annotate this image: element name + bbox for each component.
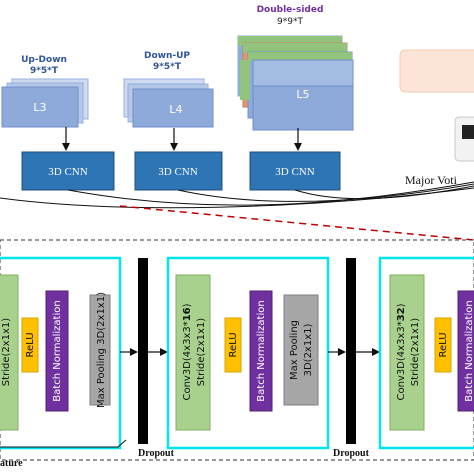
conv-block-2: Conv3D(4x3x3*16) Stride(2x1x1) ReLU Batc…	[166, 256, 330, 450]
dropout-bar-2	[346, 258, 356, 444]
zoom-dashed-line	[119, 205, 474, 241]
slab-stack-l4: L4	[123, 78, 214, 128]
group2-title: Down-UP	[144, 51, 190, 61]
detail-frame	[0, 239, 474, 461]
block2-stride-label: Stride(2x1x1)	[196, 318, 207, 386]
block1-relu-label: ReLU	[25, 332, 36, 357]
cnn-box-1	[21, 151, 115, 191]
group2-dims: 9*5*T	[153, 62, 182, 72]
group3-dims: 9*9*T	[277, 17, 303, 27]
cnn-box-3	[249, 151, 341, 191]
block1-pool-label: Max Pooling 3D(2x1x1)	[96, 292, 107, 408]
dropout-label-2: Dropout	[333, 448, 370, 459]
block2-bn-label: Batch Normalization	[256, 300, 267, 401]
conv-block-1: Stride(2x1x1) ReLU Batch Normalization M…	[0, 256, 122, 450]
feature-label: ature	[0, 458, 23, 469]
block2-pool-label-a: Max Pooling	[289, 320, 300, 380]
block1-bn-label: Batch Normalization	[52, 300, 63, 401]
conv-block-3: Conv3D(4x3x3*32) Stride(2x1x1) ReLU Batc…	[378, 256, 474, 450]
block2-pool-label-b: 3D(2x1x1)	[303, 324, 314, 377]
slab-stack-l5: L5	[237, 35, 354, 131]
cnn-box-2	[134, 151, 223, 191]
output-box-glyph	[462, 125, 474, 139]
block2-conv-label: Conv3D(4x3x3*16)	[182, 303, 193, 400]
group1-dims: 9*5*T	[30, 66, 59, 76]
block2-relu-label: ReLU	[228, 332, 239, 357]
cnn-box-2-label: 3D CNN	[158, 166, 197, 178]
slab-l5-label: L5	[296, 88, 309, 101]
connector-curve-2	[177, 183, 474, 202]
connector-curve-1	[67, 181, 474, 206]
cnn-box-3-label: 3D CNN	[275, 166, 314, 178]
group1-title: Up-Down	[21, 55, 67, 65]
voting-label: Major Voti	[405, 173, 458, 187]
dropout-bar-1	[138, 258, 148, 444]
block3-relu-label: ReLU	[438, 332, 449, 357]
connector-curve-4	[0, 187, 474, 209]
block3-conv-label: Conv3D(4x3x3*32)	[396, 303, 407, 400]
slab-l3-label: L3	[33, 101, 46, 114]
block3-bn-label: Batch Normalization	[464, 300, 474, 401]
dropout-label-1: Dropout	[138, 448, 175, 459]
slab-stack-l3: L3	[1, 78, 89, 128]
voting-box	[399, 49, 474, 93]
feature-connector	[0, 439, 127, 448]
block3-stride-label: Stride(2x1x1)	[410, 318, 421, 386]
block1-layer1-label: Stride(2x1x1)	[1, 318, 12, 386]
cnn-box-1-label: 3D CNN	[48, 166, 87, 178]
slab-l4-label: L4	[169, 103, 182, 116]
group3-title: Double-sided	[257, 5, 324, 15]
